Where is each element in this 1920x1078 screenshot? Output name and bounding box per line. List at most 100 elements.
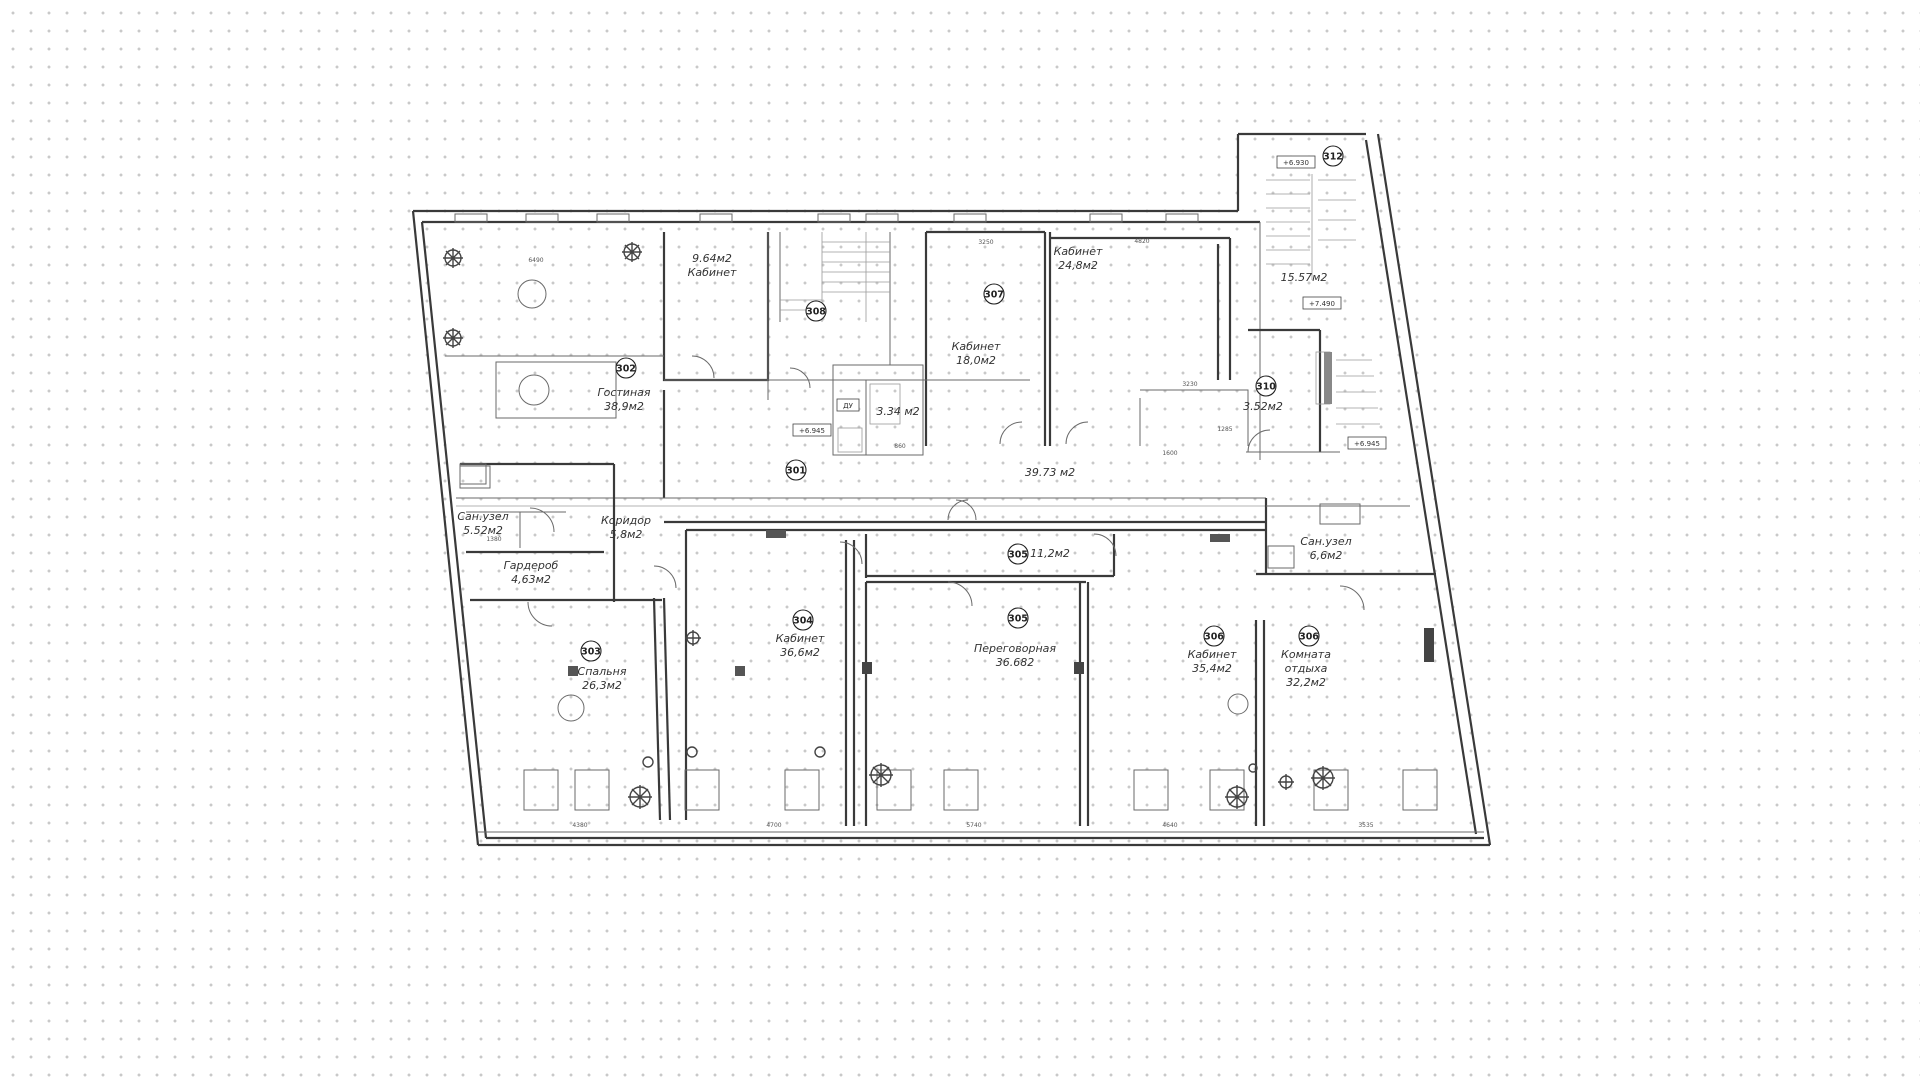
room-label-line: Сан.узел xyxy=(1300,535,1351,548)
svg-text:312: 312 xyxy=(1323,152,1343,163)
room-number-badge: 310 xyxy=(1255,375,1277,397)
room-label-line: 5,8м2 xyxy=(610,528,643,541)
room-number-badge: 301 xyxy=(785,459,807,481)
dimension-d2: 3250 xyxy=(978,239,993,246)
elevation-tag-elev3: +6.945 xyxy=(792,423,832,437)
svg-text:306: 306 xyxy=(1204,632,1224,643)
elevation-tag-elev4: +6.945 xyxy=(1347,436,1387,450)
room-label-line: 6,6м2 xyxy=(1310,549,1343,562)
room-label-line: 26,3м2 xyxy=(582,679,622,692)
room-r310: 310 3.52м2 xyxy=(1243,375,1283,413)
dimension-d5: 1285 xyxy=(1217,426,1232,433)
room-label-line: 3.34 м2 xyxy=(876,405,919,418)
room-label-line: 18,0м2 xyxy=(956,354,996,367)
room-label-line: 5.52м2 xyxy=(463,524,503,537)
dimension-d6: 1600 xyxy=(1162,450,1177,457)
elevation-tag-elev1: +6.930 xyxy=(1276,155,1316,169)
room-number-badge: 307 xyxy=(983,283,1005,305)
dimension-d12: 3535 xyxy=(1358,822,1373,829)
room-number-badge: 305 xyxy=(1007,543,1029,565)
room-label-line: Кабинет xyxy=(776,632,825,645)
elevation-tag-elev2: +7.490 xyxy=(1302,296,1342,310)
plants xyxy=(443,242,1335,809)
room-label-line: Переговорная xyxy=(974,642,1056,655)
room-label-line: Спальня xyxy=(578,665,627,678)
room-label-line: Кабинет xyxy=(952,340,1001,353)
room-label-line: Гостиная xyxy=(597,386,650,399)
elevation-tags: +6.930 +7.490 +6.945 +6.945 ДУ xyxy=(792,155,1387,450)
svg-text:303: 303 xyxy=(581,647,601,658)
dimension-d10: 5740 xyxy=(966,822,981,829)
svg-text:304: 304 xyxy=(793,616,813,627)
svg-text:305: 305 xyxy=(1008,550,1028,561)
dimension-d7: 860 xyxy=(894,443,906,450)
room-number-badge: 302 xyxy=(615,357,637,379)
room-number-badge: 304 xyxy=(792,609,814,631)
outer-walls xyxy=(411,132,1492,847)
room-label-line: Комната xyxy=(1281,648,1331,661)
dimension-labels: 6490 3250 4820 3230 1285 1600 860 4380 4700 5740 4… xyxy=(486,238,1373,829)
svg-text:307: 307 xyxy=(984,290,1004,301)
stair-312-steps xyxy=(1266,174,1380,425)
svg-text:+6.945: +6.945 xyxy=(799,427,825,435)
doors xyxy=(527,355,1365,627)
svg-text:302: 302 xyxy=(616,364,636,375)
svg-text:+7.490: +7.490 xyxy=(1309,300,1335,308)
room-label-line: Коридор xyxy=(601,514,651,527)
svg-text:+6.930: +6.930 xyxy=(1283,159,1309,167)
elevation-tag-elev5: ДУ xyxy=(836,398,860,412)
room-label-line: 11,2м2 xyxy=(1030,547,1070,560)
room-label-line: 3.52м2 xyxy=(1243,400,1283,413)
room-r308: 308 xyxy=(805,300,827,322)
svg-text:+6.945: +6.945 xyxy=(1354,440,1380,448)
dimension-d8: 4380 xyxy=(572,822,587,829)
room-r301: 301 39.73 м2 xyxy=(785,459,1075,481)
room-label-line: 39.73 м2 xyxy=(1025,466,1075,479)
svg-text:308: 308 xyxy=(806,307,826,318)
dimension-d9: 4700 xyxy=(766,822,781,829)
room-label-line: 24,8м2 xyxy=(1058,259,1098,272)
room-rdu: 3.34 м2 xyxy=(876,405,919,418)
room-label-line: Гардероб xyxy=(504,559,559,572)
room-label-line: 9.64м2 xyxy=(692,252,732,265)
dimension-d3: 4820 xyxy=(1134,238,1149,245)
room-label-line: 35,4м2 xyxy=(1192,662,1232,675)
room-label-line: 36,6м2 xyxy=(780,646,820,659)
top-windows xyxy=(454,213,1199,223)
room-label-line: Кабинет xyxy=(688,266,737,279)
dimension-d13: 1380 xyxy=(486,536,501,543)
dimension-d4: 3230 xyxy=(1182,381,1197,388)
room-label-line: 38,9м2 xyxy=(604,400,644,413)
furniture xyxy=(459,279,1438,811)
room-number-badge: 305 xyxy=(1007,607,1029,629)
room-label-line: Кабинет xyxy=(1188,648,1237,661)
svg-text:310: 310 xyxy=(1256,382,1276,393)
room-label-line: 4,63м2 xyxy=(511,573,551,586)
interior-walls xyxy=(445,174,1484,833)
room-number-badge: 306 xyxy=(1298,625,1320,647)
svg-text:306: 306 xyxy=(1299,632,1319,643)
svg-text:301: 301 xyxy=(786,466,806,477)
room-number-badge: 303 xyxy=(580,640,602,662)
room-labels: 302Гостиная38,9м29.64м2Кабинет308307Каби… xyxy=(457,145,1352,692)
room-r312: 312 15.57м2 xyxy=(1281,145,1344,284)
room-label-line: 32,2м2 xyxy=(1286,676,1326,689)
room-number-badge: 308 xyxy=(805,300,827,322)
dimension-d1: 6490 xyxy=(528,257,543,264)
stair-308-steps xyxy=(780,232,890,322)
room-label-line: 15.57м2 xyxy=(1281,271,1328,284)
